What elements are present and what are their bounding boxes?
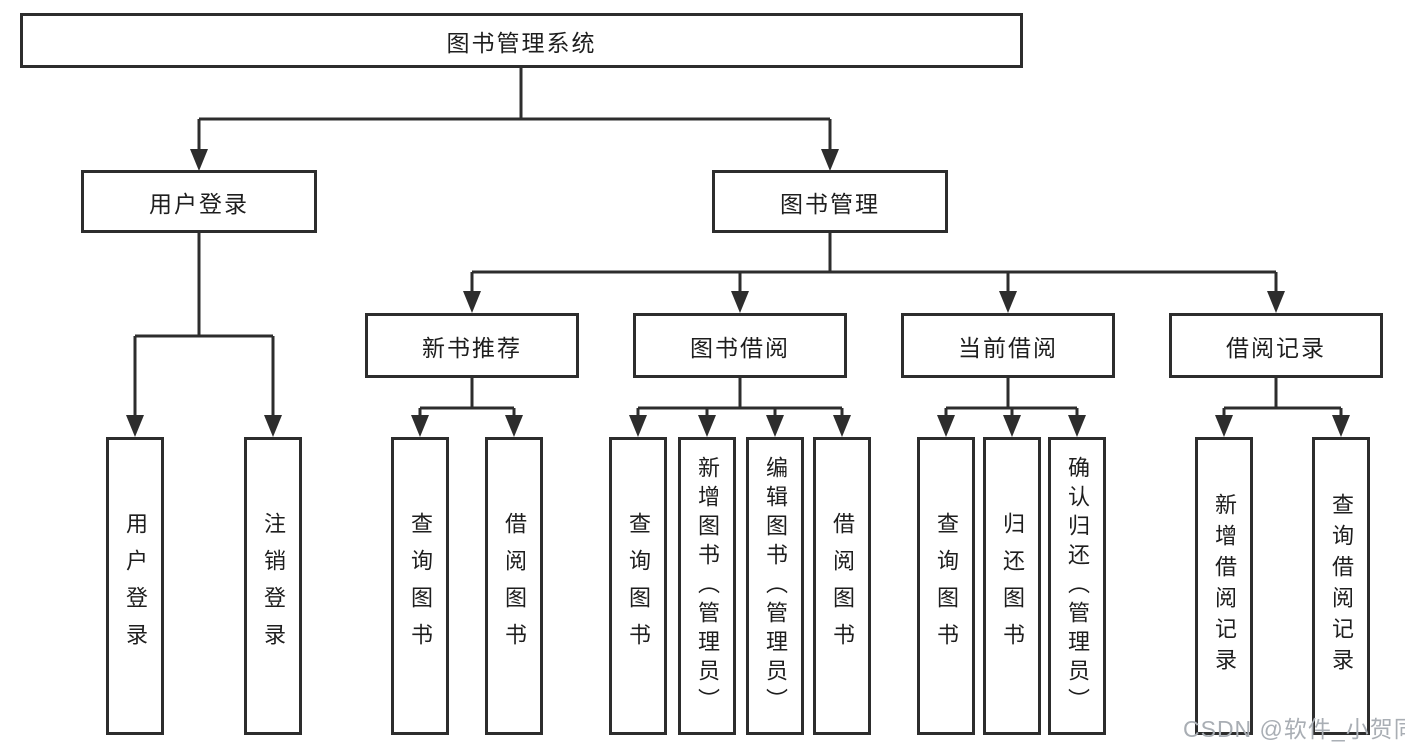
node-label: 新增借阅记录	[1212, 493, 1237, 679]
node-label: 用户登录	[149, 190, 249, 217]
node-book-borrowing: 图书借阅	[633, 313, 847, 378]
leaf-query-borrow-record: 查询借阅记录	[1312, 437, 1370, 735]
leaf-confirm-return-admin: 确认归还（管理员）	[1048, 437, 1106, 735]
node-label: 当前借阅	[958, 334, 1058, 361]
node-user-login-branch: 用户登录	[81, 170, 317, 233]
node-borrowing-records: 借阅记录	[1169, 313, 1383, 378]
leaf-borrow-books: 借阅图书	[485, 437, 543, 735]
node-current-borrowing: 当前借阅	[901, 313, 1115, 378]
leaf-add-book-admin: 新增图书（管理员）	[678, 437, 736, 735]
node-label: 借阅图书	[502, 512, 527, 660]
node-label: 借阅记录	[1226, 334, 1326, 361]
node-label: 查询图书	[626, 512, 651, 660]
node-label: 确认归还（管理员）	[1065, 455, 1090, 717]
node-label: 图书管理	[780, 190, 880, 217]
leaf-query-books: 查询图书	[917, 437, 975, 735]
leaf-borrow-books: 借阅图书	[813, 437, 871, 735]
leaf-query-books: 查询图书	[609, 437, 667, 735]
node-label: 查询图书	[408, 512, 433, 660]
node-new-book-recommendation: 新书推荐	[365, 313, 579, 378]
node-label: 编辑图书（管理员）	[763, 455, 788, 717]
node-label: 图书管理系统	[446, 29, 597, 56]
node-label: 注销登录	[261, 512, 286, 660]
leaf-logout: 注销登录	[244, 437, 302, 735]
node-label: 图书借阅	[690, 334, 790, 361]
node-library-management-system: 图书管理系统	[20, 13, 1023, 68]
leaf-return-book: 归还图书	[983, 437, 1041, 735]
leaf-user-login: 用户登录	[106, 437, 164, 735]
leaf-edit-book-admin: 编辑图书（管理员）	[746, 437, 804, 735]
node-label: 查询借阅记录	[1329, 493, 1354, 679]
node-label: 借阅图书	[830, 512, 855, 660]
node-label: 查询图书	[934, 512, 959, 660]
leaf-add-borrow-record: 新增借阅记录	[1195, 437, 1253, 735]
node-label: 归还图书	[1000, 512, 1025, 660]
node-book-management: 图书管理	[712, 170, 948, 233]
node-label: 新书推荐	[422, 334, 522, 361]
node-label: 新增图书（管理员）	[695, 455, 720, 717]
leaf-query-books: 查询图书	[391, 437, 449, 735]
csdn-watermark: CSDN @软件_小贺同学	[1183, 716, 1405, 742]
node-label: 用户登录	[123, 512, 148, 660]
